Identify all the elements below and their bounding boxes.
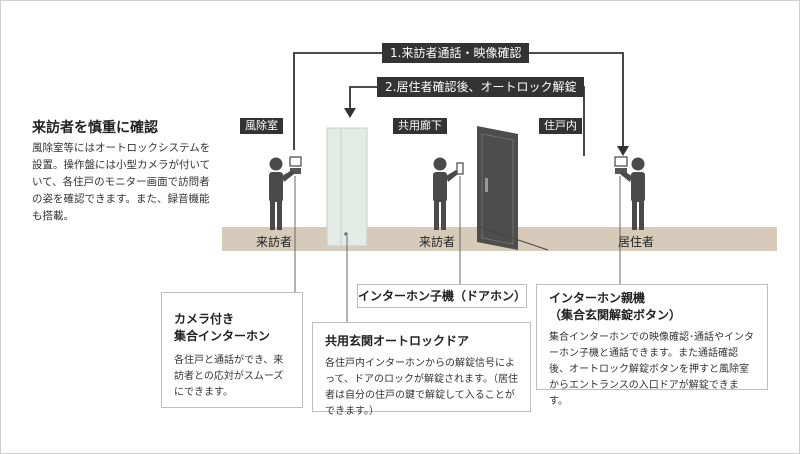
door-phone-title: インターホン子機（ドアホン） xyxy=(358,289,527,303)
door-swing-line xyxy=(476,225,549,251)
callout-master-intercom: インターホン親機 （集合玄関解錠ボタン） 集合インターホンでの映像確認･通話やイ… xyxy=(536,284,768,407)
master-intercom-text: 集合インターホンでの映像確認･通話やインターホン子機と通話できます。また通話確認… xyxy=(549,332,754,407)
visitor-figure-2 xyxy=(433,157,458,230)
flow-arrow-1-head xyxy=(617,146,629,156)
callout-autolock-door: 共用玄関オートロックドア 各住戸内インターホンからの解錠信号によって、ドアのロッ… xyxy=(312,322,531,417)
master-intercom-device xyxy=(614,156,628,174)
autolock-glass-door xyxy=(326,127,368,247)
camera-intercom-title-1: カメラ付き xyxy=(174,312,235,326)
autolock-door-text: 各住戸内インターホンからの解錠信号によって、ドアのロックが解錠されます。（居住者… xyxy=(325,358,518,417)
unit-door xyxy=(477,126,518,250)
intro-text: 風除室等にはオートロックシステムを設置。操作盤には小型カメラが付いていて、各住戸… xyxy=(32,142,211,222)
flow-arrow-2-head xyxy=(344,108,356,118)
autolock-door-title: 共用玄関オートロックドア xyxy=(325,334,470,348)
door-sensor-dot xyxy=(344,232,348,236)
flow-step-1-label: 1.来訪者通話・映像確認 xyxy=(382,43,530,63)
zone-inside-unit: 住戸内 xyxy=(539,118,582,134)
door-phone-device xyxy=(456,162,464,175)
master-intercom-title-2: （集合玄関解錠ボタン） xyxy=(549,308,682,322)
flow-step-2-label: 2.居住者確認後、オートロック解錠 xyxy=(377,77,585,97)
callout-door-phone: インターホン子機（ドアホン） xyxy=(357,284,527,308)
visitor-label-2: 来訪者 xyxy=(419,235,456,249)
camera-intercom-title-2: 集合インターホン xyxy=(174,329,271,343)
camera-intercom-text: 各住戸と通話ができ、来訪者との応対がスムーズにできます。 xyxy=(174,355,284,398)
callout-camera-intercom: カメラ付き 集合インターホン 各住戸と通話ができ、来訪者との応対がスムーズにでき… xyxy=(161,292,303,408)
camera-intercom-panel xyxy=(289,156,302,174)
resident-label: 居住者 xyxy=(618,235,655,249)
intro-title: 来訪者を慎重に確認 xyxy=(32,120,158,136)
visitor-label-1: 来訪者 xyxy=(256,235,293,249)
zone-windbreak-room: 風除室 xyxy=(240,118,283,134)
resident-figure xyxy=(620,157,645,230)
unit-door-handle xyxy=(485,178,488,192)
unit-door-panel xyxy=(481,133,514,245)
master-intercom-title-1: インターホン親機 xyxy=(549,291,646,305)
visitor-figure-1 xyxy=(269,157,294,230)
zone-common-corridor: 共用廊下 xyxy=(393,118,447,134)
